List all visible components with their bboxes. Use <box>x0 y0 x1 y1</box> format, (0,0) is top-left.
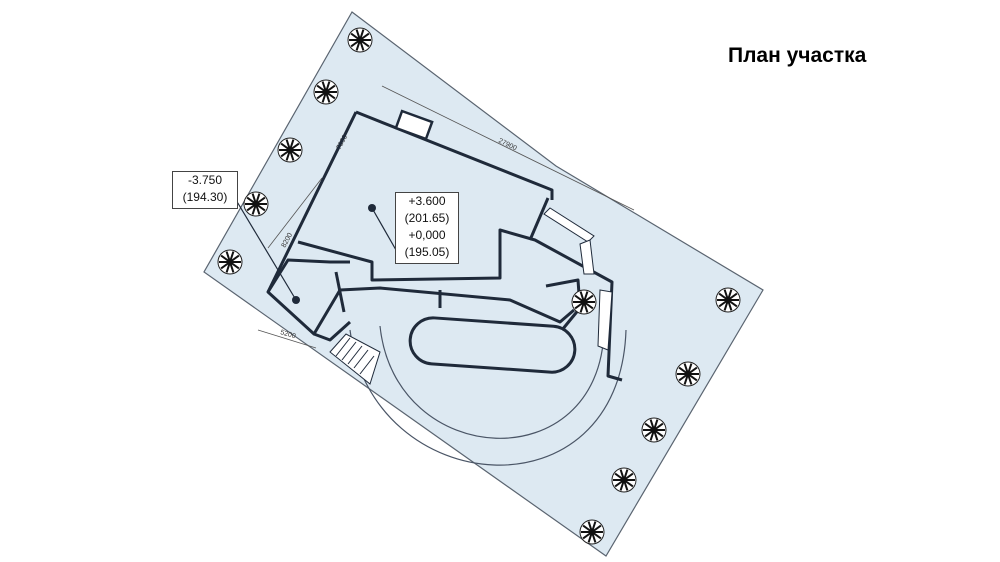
terrace-arc-inner <box>379 325 605 439</box>
tree-icon <box>217 249 243 275</box>
elevation-point-upper <box>368 204 376 212</box>
tree-icon <box>243 191 269 217</box>
chimney <box>394 109 434 141</box>
elevation-absolute: (194.30) <box>182 190 228 204</box>
elevation-box-lower: -3.750 (194.30) <box>172 171 238 209</box>
tree-icon <box>347 27 373 53</box>
tree-icon <box>715 287 741 313</box>
elevation-box-upper: +3.600 (201.65) +0,000 (195.05) <box>395 192 459 264</box>
tree-icon <box>571 289 597 315</box>
terrace-arc <box>349 329 627 466</box>
page-title: План участка <box>728 44 867 67</box>
elevation-value-1: +3.600 <box>408 194 446 208</box>
elevation-absolute-1: (201.65) <box>404 211 450 225</box>
elevation-point-lower <box>292 296 300 304</box>
elevation-leaders <box>235 199 397 301</box>
pool <box>408 316 577 374</box>
trees <box>217 27 741 545</box>
site-boundary <box>203 11 764 557</box>
tree-icon <box>641 417 667 443</box>
tree-icon <box>579 519 605 545</box>
tree-icon <box>611 467 637 493</box>
dimension-lines <box>257 85 635 349</box>
tree-icon <box>313 79 339 105</box>
tree-icon <box>277 137 303 163</box>
stairs-icon <box>329 207 613 385</box>
dimension-bottom-left: 5200 <box>279 329 296 340</box>
tree-icon <box>675 361 701 387</box>
elevation-value: -3.750 <box>187 173 223 187</box>
elevation-absolute-2: (195.05) <box>404 245 450 259</box>
elevation-value-2: +0,000 <box>408 228 446 242</box>
house-walls <box>266 110 623 382</box>
